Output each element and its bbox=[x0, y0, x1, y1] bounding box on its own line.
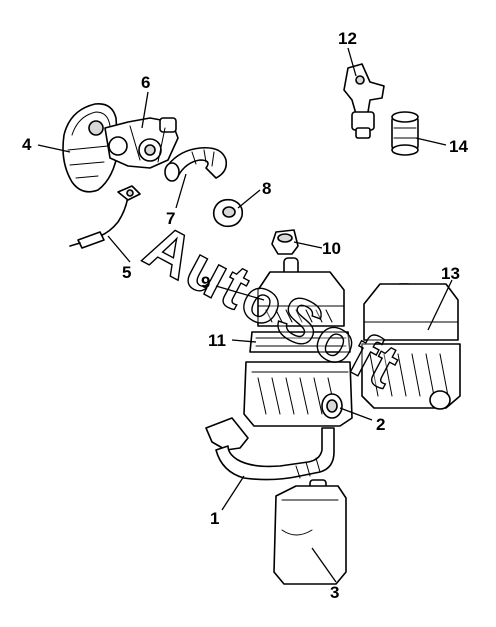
callout-7: 7 bbox=[166, 209, 175, 228]
part-10-cap bbox=[271, 229, 299, 255]
callout-14: 14 bbox=[449, 137, 468, 156]
part-7-curved-hose bbox=[164, 146, 228, 182]
callout-9: 9 bbox=[201, 273, 210, 292]
callout-13: 13 bbox=[441, 264, 460, 283]
callout-5: 5 bbox=[122, 263, 131, 282]
part-2-airbox-housing bbox=[243, 361, 353, 427]
part-5-sensor-lead bbox=[69, 185, 141, 249]
part-11-gasket-frame bbox=[249, 331, 351, 353]
callout-8: 8 bbox=[262, 179, 271, 198]
callout-3: 3 bbox=[330, 583, 339, 602]
part-13-airbox-assembly bbox=[361, 283, 461, 410]
part-14-filter-cartridge bbox=[391, 111, 419, 156]
part-8-clamp bbox=[212, 198, 244, 228]
callout-1: 1 bbox=[210, 509, 219, 528]
callout-2: 2 bbox=[376, 415, 385, 434]
part-12-injector-valve bbox=[343, 63, 385, 139]
part-4-manifold-housing bbox=[62, 102, 119, 193]
callout-4: 4 bbox=[22, 135, 32, 154]
part-1-intake-duct bbox=[205, 417, 335, 481]
leader-lines bbox=[37, 47, 453, 583]
part-3-reservoir-tank bbox=[273, 479, 347, 585]
callout-12: 12 bbox=[338, 29, 357, 48]
callout-10: 10 bbox=[322, 239, 341, 258]
part-6-throttle-body bbox=[104, 117, 179, 169]
callout-6: 6 bbox=[141, 73, 150, 92]
part-9-airbox-lid bbox=[257, 257, 345, 327]
callout-11: 11 bbox=[208, 331, 226, 350]
callout-labels: 4 6 7 5 8 10 12 14 9 11 13 2 1 3 bbox=[22, 29, 468, 602]
